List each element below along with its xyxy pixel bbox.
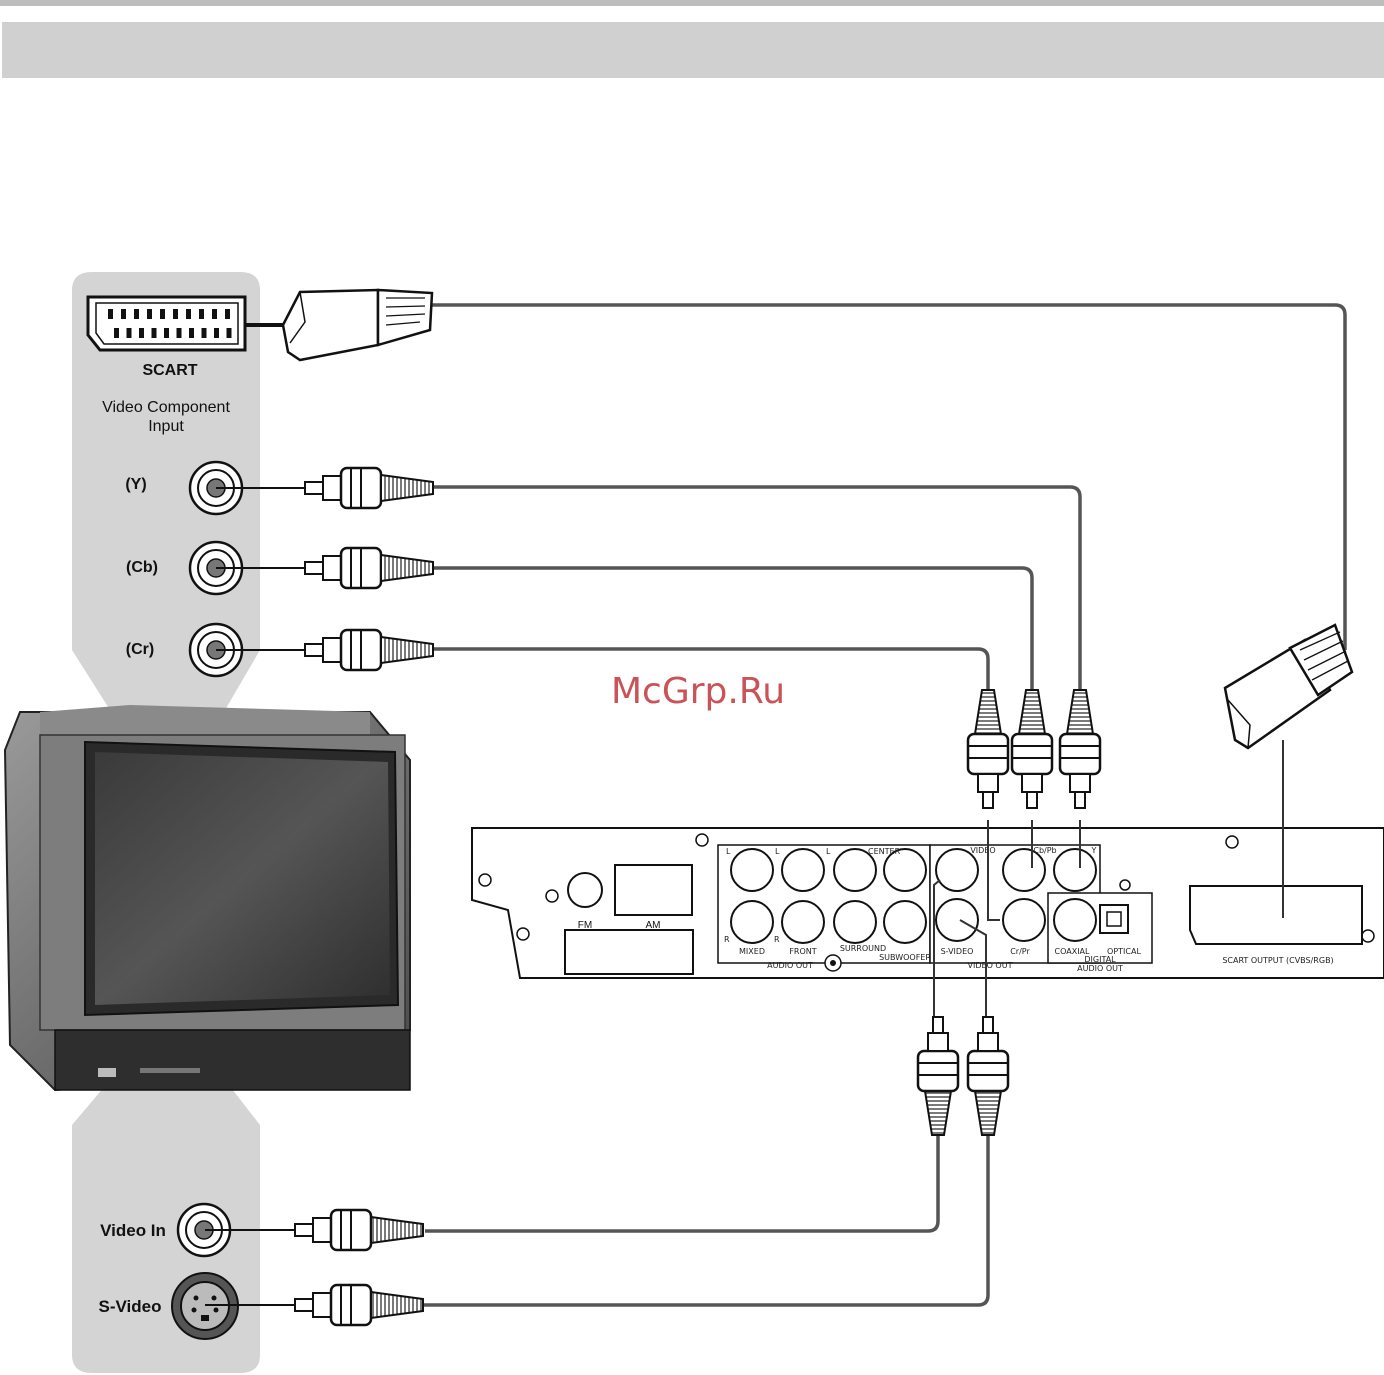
scart-pin (114, 328, 119, 338)
component-title-line1: Video Component (102, 399, 230, 416)
cr-plug-player (966, 689, 1010, 809)
video-out-label: VIDEO OUT (968, 961, 1013, 970)
audio-jack (833, 900, 877, 944)
cr-plug (304, 628, 434, 672)
scart-pin (226, 328, 232, 338)
cb-plug (304, 546, 434, 590)
audio-jack (781, 900, 825, 944)
cables (405, 303, 1347, 1307)
audio-jack (730, 900, 774, 944)
svideo-plug-player (966, 1016, 1010, 1136)
cb-input-label: (Cb) (126, 559, 158, 576)
video-jack-label: VIDEO (970, 846, 995, 855)
y-plug (304, 466, 434, 510)
l-label-3: L (826, 847, 831, 856)
y-plug-player (1058, 689, 1102, 809)
scart-pin (176, 328, 182, 338)
scart-pin (189, 328, 194, 338)
surround-label: SURROUND (840, 944, 886, 953)
scart-pin (121, 309, 126, 319)
video-plug-player (916, 1016, 960, 1136)
cr-input-label: (Cr) (126, 641, 154, 658)
scart-output-label: SCART OUTPUT (CVBS/RGB) (1222, 956, 1333, 965)
scart-pin (225, 309, 230, 319)
crpr-jack (1002, 898, 1046, 942)
scart-pin (199, 309, 204, 319)
scart-pin (214, 328, 219, 338)
cbpb-jack (1002, 848, 1046, 892)
scart-pin (147, 309, 152, 319)
y-jack (1053, 848, 1097, 892)
svideo-label: S-Video (99, 1297, 162, 1316)
scart-pin (108, 309, 113, 319)
cr-cable (430, 647, 990, 690)
scart-pin (151, 328, 157, 338)
video-jack (935, 848, 979, 892)
l-label-2: L (775, 847, 780, 856)
digital-label-1: DIGITAL (1084, 955, 1116, 964)
audio-jack (883, 900, 927, 944)
svideo-plug (294, 1283, 424, 1327)
r-label-2: R (774, 935, 780, 944)
audio-jack (833, 848, 877, 892)
video-in-plug (294, 1208, 424, 1252)
fm-label: FM (578, 920, 592, 931)
y-cable (430, 485, 1082, 690)
cb-plug-player (1010, 689, 1054, 809)
scart-pin (126, 328, 132, 338)
scart-pin (134, 309, 139, 319)
jack-leads (205, 487, 305, 1306)
scart-plug-player (1223, 623, 1354, 750)
am-label: AM (646, 920, 661, 931)
center-label: CENTER (868, 847, 901, 856)
scart-cable (430, 303, 1347, 650)
television (3, 705, 411, 1092)
scart-plug-tv (281, 288, 434, 362)
r-label-1: R (724, 935, 730, 944)
scart-pin (160, 309, 165, 319)
digital-label-2: AUDIO OUT (1077, 964, 1123, 973)
front-label: FRONT (789, 947, 816, 956)
tv-input-panel-top (72, 272, 260, 710)
scart-pins (108, 309, 232, 338)
y-input-label: (Y) (125, 476, 146, 493)
scart-pin (212, 309, 217, 319)
video-in-jack (176, 1202, 232, 1258)
crpr-label: Cr/Pr (1010, 947, 1030, 956)
cb-cable (430, 566, 1034, 690)
top-rule (0, 0, 1384, 6)
coaxial-label: COAXIAL (1055, 947, 1091, 956)
cbpb-label: Cb/Pb (1033, 846, 1056, 855)
audio-jack (883, 848, 927, 892)
svideo-jack (935, 898, 979, 942)
watermark: McGrp.Ru (611, 671, 785, 712)
audio-jack (781, 848, 825, 892)
video-cable (425, 1135, 940, 1233)
optical-label: OPTICAL (1107, 947, 1141, 956)
svideo-jack-label: S-VIDEO (941, 947, 974, 956)
audio-out-label: AUDIO OUT (767, 961, 813, 970)
scart-pin (186, 309, 191, 319)
subwoofer-label: SUBWOOFER (879, 953, 931, 962)
header-bar (2, 22, 1384, 78)
l-label-1: L (726, 847, 731, 856)
scart-label: SCART (142, 362, 197, 379)
scart-pin (173, 309, 178, 319)
video-in-label: Video In (100, 1221, 166, 1240)
scart-pin (139, 328, 144, 338)
tv-scart-socket (86, 295, 247, 352)
component-title-line2: Input (148, 418, 184, 435)
svideo-cable (405, 1135, 990, 1307)
mixed-label: MIXED (739, 947, 765, 956)
audio-jack (730, 848, 774, 892)
scart-pin (201, 328, 207, 338)
scart-pin (164, 328, 169, 338)
y-jack-label: Y (1091, 846, 1097, 855)
coaxial-jack (1053, 898, 1097, 942)
